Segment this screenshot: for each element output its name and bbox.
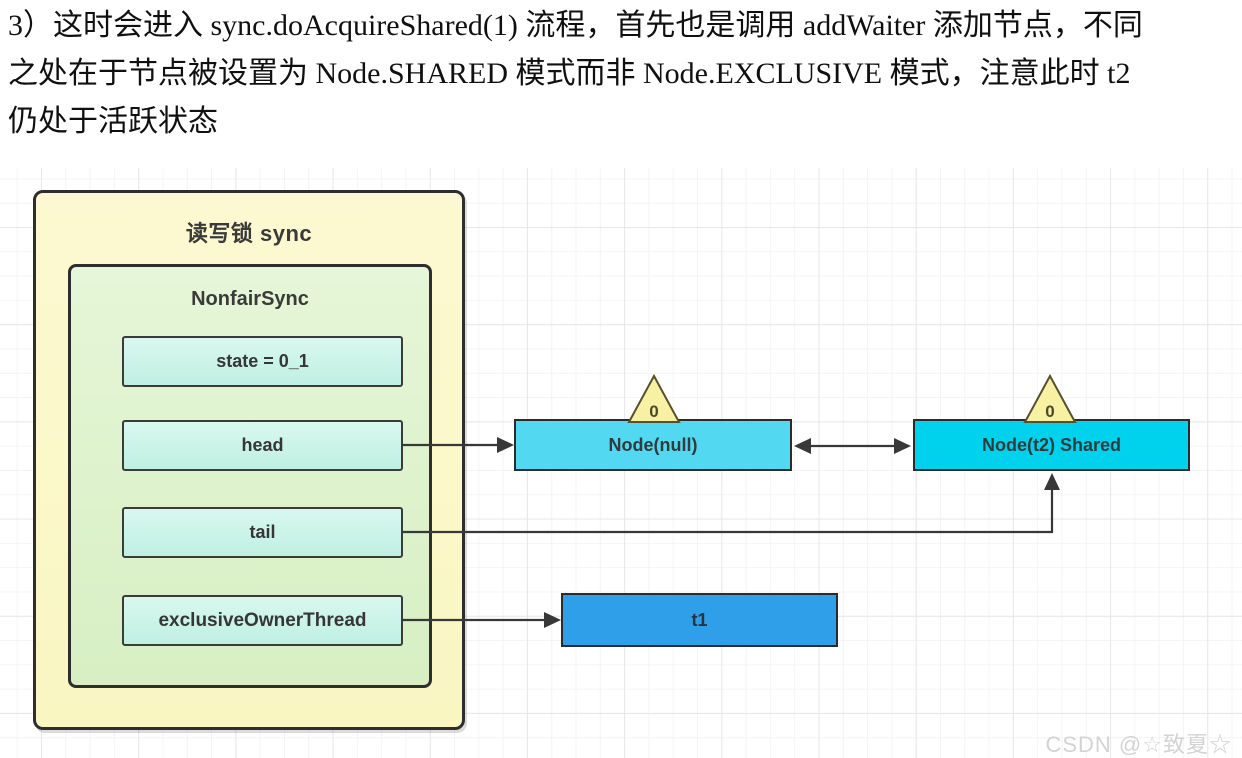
field-head: head bbox=[122, 420, 403, 471]
triangle-shape bbox=[1023, 373, 1077, 423]
wait-status-value: 0 bbox=[649, 402, 658, 421]
node-t2-shared-box: Node(t2) Shared bbox=[913, 419, 1190, 471]
wait-status-value: 0 bbox=[1045, 402, 1054, 421]
node-null-box: Node(null) bbox=[514, 419, 792, 471]
field-tail: tail bbox=[122, 507, 403, 558]
field-exclusive-owner-thread: exclusiveOwnerThread bbox=[122, 595, 403, 646]
paragraph-line-1: 3）这时会进入 sync.doAcquireShared(1) 流程，首先也是调… bbox=[8, 9, 1143, 42]
field-state: state = 0_1 bbox=[122, 336, 403, 387]
intro-paragraph: 3）这时会进入 sync.doAcquireShared(1) 流程，首先也是调… bbox=[8, 2, 1236, 146]
paragraph-line-3: 仍处于活跃状态 bbox=[8, 105, 218, 138]
triangle-shape bbox=[627, 373, 681, 423]
nonfairsync-title: NonfairSync bbox=[191, 288, 309, 310]
thread-t1-box: t1 bbox=[561, 593, 838, 647]
wait-status-triangle-node-null: 0 bbox=[627, 373, 681, 423]
sync-container-title: 读写锁 sync bbox=[185, 221, 313, 246]
wait-status-triangle-node-t2: 0 bbox=[1023, 373, 1077, 423]
csdn-watermark: CSDN @☆致夏☆ bbox=[1045, 732, 1232, 757]
paragraph-line-2: 之处在于节点被设置为 Node.SHARED 模式而非 Node.EXCLUSI… bbox=[8, 57, 1131, 90]
